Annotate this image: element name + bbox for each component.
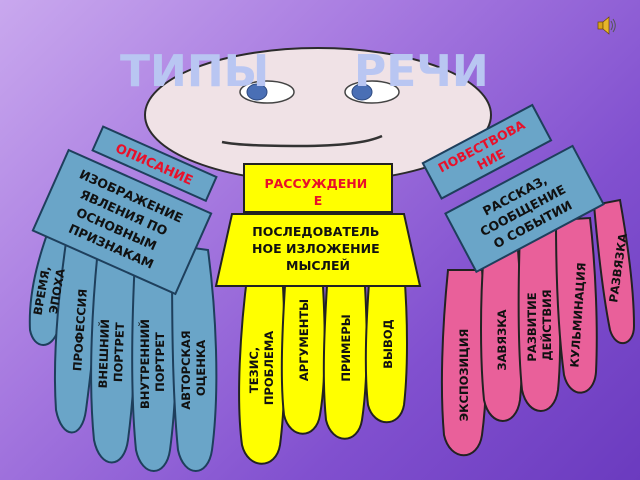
svg-text:РАССУЖДЕНИ Е: РАССУЖДЕНИ Е [264,176,371,208]
right-pupil [351,83,373,101]
reasoning-tentacles [238,269,408,465]
description-tentacles [28,203,218,472]
title-word-speech: РЕЧИ [354,46,489,97]
title-word-types: ТИПЫ [120,46,269,97]
label-conclusion: ВЫВОД [381,319,395,368]
label-plot-start: ЗАВЯЗКА [495,309,509,370]
tentacle-climax [554,216,598,394]
reasoning-definition-line-3: МЫСЛЕЙ [286,258,350,273]
narration-tentacles [440,198,636,457]
reasoning-header-line-1: РАССУЖДЕНИ [264,176,367,191]
label-profession: ПРОФЕССИЯ [70,288,90,371]
label-inner-portrait: ВНУТРЕННИЙ ПОРТРЕТ [137,315,167,409]
svg-text:ПОСЛЕДОВАТЕЛЬ НОЕ ИЗЛОЖЕ: ПОСЛЕДОВАТЕЛЬ НОЕ ИЗЛОЖЕНИЕ МЫСЛЕЙ [252,224,384,273]
speaker-icon[interactable] [597,16,616,35]
reasoning-header-banner: РАССУЖДЕНИ Е [243,163,393,213]
narration-definition-banner: РАССКАЗ, СООБЩЕНИЕ О СОБЫТИИ [444,144,605,274]
label-examples: ПРИМЕРЫ [339,314,353,381]
label-outer-portrait: ВНЕШНИЙ ПОРТРЕТ [95,315,128,389]
mouth [221,134,383,148]
tentacle-conclusion [364,269,408,424]
reasoning-header-line-2: Е [314,193,323,208]
label-development: РАЗВИТИЕ ДЕЙСТВИЯ [525,288,554,361]
tentacle-denouement [592,198,636,344]
label-thesis: ТЕЗИС, ПРОБЛЕМА [247,331,276,405]
reasoning-definition-line-2: НОЕ ИЗЛОЖЕНИЕ [252,241,380,256]
left-pupil [246,83,268,101]
reasoning-definition-line-1: ПОСЛЕДОВАТЕЛЬ [252,224,379,239]
reasoning-definition-banner: ПОСЛЕДОВАТЕЛЬ НОЕ ИЗЛОЖЕНИЕ МЫСЛЕЙ [214,213,422,287]
octopus-face [144,47,492,183]
tentacle-author-evaluation [170,243,218,472]
label-author-evaluation: АВТОРСКАЯ ОЦЕНКА [179,326,208,409]
label-arguments: АРГУМЕНТЫ [297,299,311,381]
label-exposition: ЭКСПОЗИЦИЯ [457,329,471,422]
